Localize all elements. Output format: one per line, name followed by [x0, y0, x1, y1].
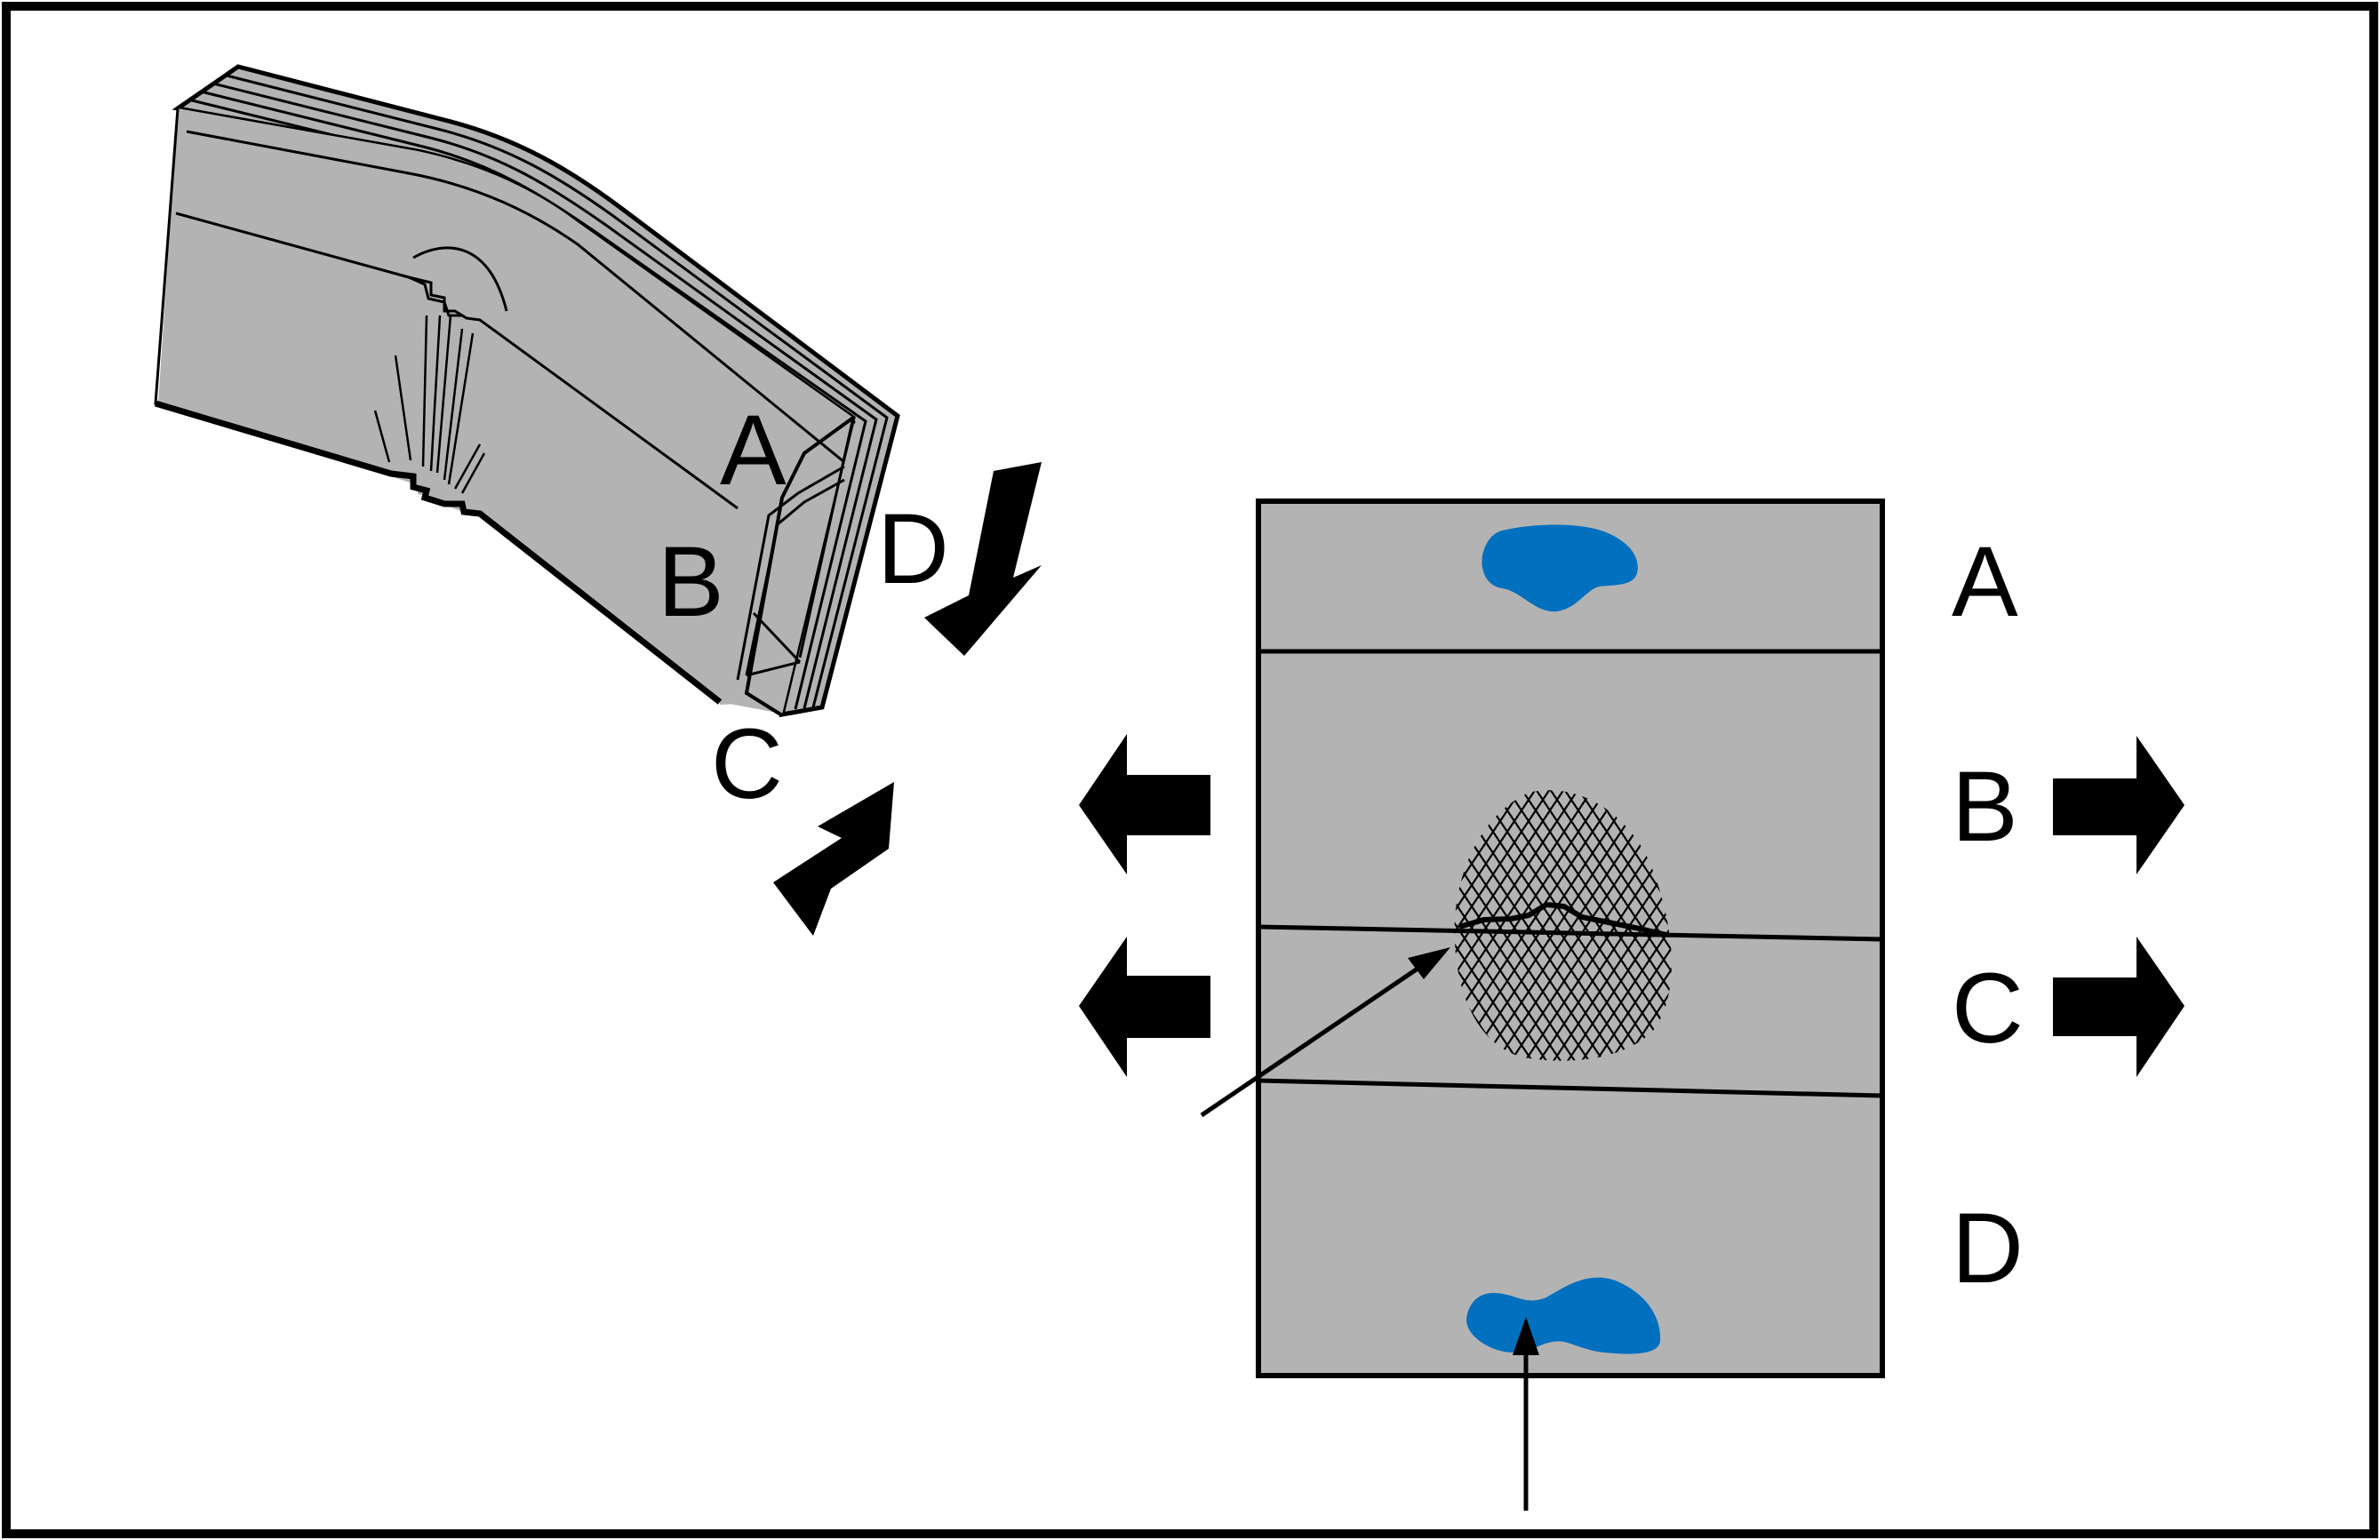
arrow-right-b — [2053, 736, 2184, 874]
arrow-left-b — [1079, 734, 1210, 874]
fluid-spot-bottom — [1466, 1277, 1661, 1354]
label-c-perspective: C — [711, 708, 783, 819]
arrow-right-c — [2053, 937, 2184, 1077]
leader-arrow-crack — [1200, 964, 1422, 1118]
arrow-d-direction — [924, 462, 1042, 656]
fluid-spot-top — [1482, 524, 1638, 612]
arrow-left-c — [1079, 937, 1210, 1077]
label-b-perspective: B — [658, 526, 724, 637]
strip-label-c: C — [1952, 953, 2024, 1064]
divider-c-d — [1258, 1078, 1883, 1098]
crack-line — [1458, 901, 1667, 938]
strip-label-d: D — [1952, 1193, 2024, 1304]
label-d-perspective: D — [877, 493, 949, 604]
cracked-profile-perspective — [154, 64, 900, 718]
arrow-c-direction — [773, 782, 894, 936]
panel-section-view — [1079, 499, 2184, 1511]
strip-label-b: B — [1952, 751, 2018, 862]
strip-label-a: A — [1952, 526, 2018, 637]
label-a-perspective: A — [720, 395, 787, 506]
